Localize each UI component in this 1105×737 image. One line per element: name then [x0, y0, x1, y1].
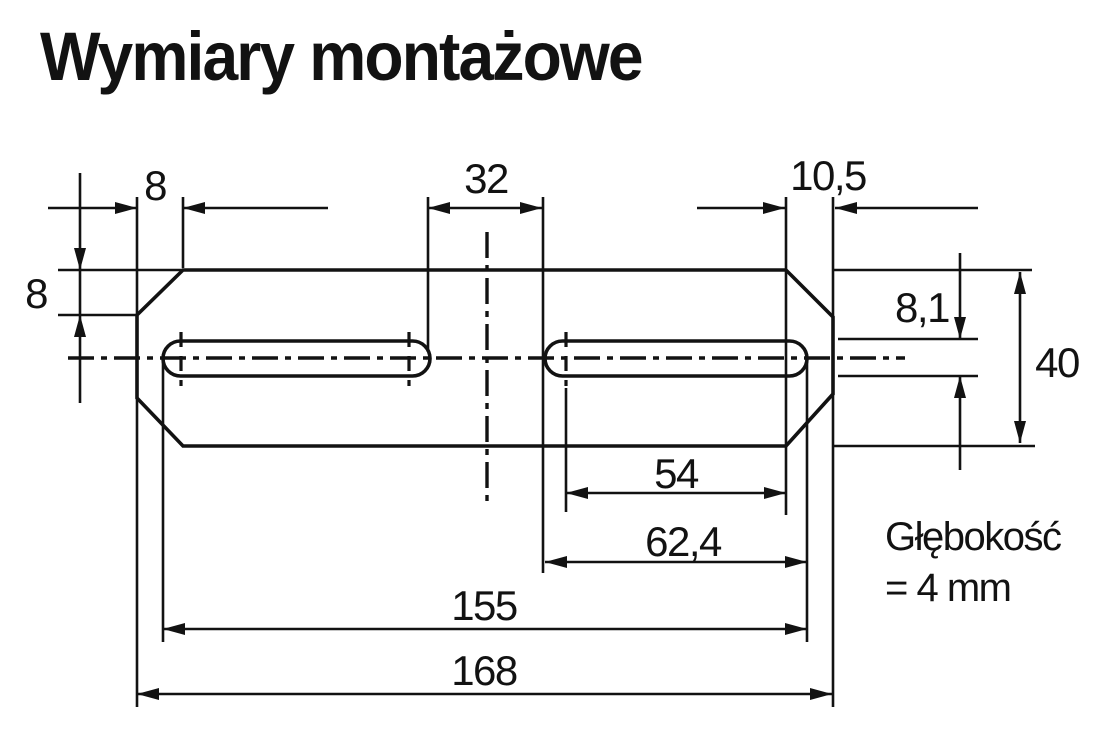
arrowhead-left [183, 202, 205, 214]
arrowhead-up [74, 315, 86, 337]
left-slot [161, 339, 432, 378]
arrowhead-left [163, 623, 185, 635]
arrowhead-left [428, 202, 450, 214]
arrowhead-right [810, 688, 832, 700]
dim-value: 40 [1035, 339, 1079, 386]
arrowhead-up [1014, 272, 1026, 294]
arrowhead-right [763, 202, 785, 214]
arrowhead-right [520, 202, 542, 214]
depth-note-line1: Głębokość [885, 515, 1061, 559]
dim-right-slot-length: 62,4 [545, 518, 807, 568]
dim-value: 54 [654, 450, 699, 497]
extension-lines [58, 197, 1035, 707]
arrowhead-left [566, 487, 588, 499]
depth-note: Głębokość = 4 mm [885, 515, 1062, 610]
arrowhead-down [954, 317, 966, 339]
dim-value: 62,4 [645, 518, 722, 565]
page-title-text: Wymiary montażowe [40, 19, 642, 96]
dim-slots-outer-span: 155 [163, 582, 807, 635]
dim-value: 8 [25, 270, 47, 317]
page-title: Wymiary montażowe [40, 19, 644, 96]
arrowhead-left [835, 202, 857, 214]
arrowhead-left [545, 556, 567, 568]
dim-value: 168 [451, 647, 517, 694]
dim-top-chamfer-width: 8 [48, 162, 328, 214]
arrowhead-left [137, 688, 159, 700]
arrowhead-down [74, 248, 86, 270]
arrowhead-right [785, 556, 807, 568]
dim-right-edge-offset: 10,5 [697, 152, 978, 214]
dim-slot-gap: 32 [428, 155, 542, 214]
dim-left-chamfer-height: 8 [25, 173, 86, 403]
arrowhead-right [115, 202, 137, 214]
arrowhead-down [1014, 421, 1026, 443]
dim-value: 8,1 [895, 284, 949, 331]
depth-note-line2: = 4 mm [885, 566, 1010, 610]
dim-plate-height: 40 [1014, 272, 1080, 443]
dim-slot-width: 8,1 [895, 253, 966, 470]
center-lines [68, 232, 905, 508]
dim-plate-length: 168 [137, 647, 832, 700]
arrowhead-up [954, 376, 966, 398]
arrowhead-right [785, 623, 807, 635]
dim-value: 32 [464, 155, 508, 202]
dim-value: 10,5 [790, 152, 866, 199]
dim-right-slot-center-distance: 54 [566, 450, 786, 499]
dim-value: 155 [451, 582, 517, 629]
dim-value: 8 [144, 162, 166, 209]
arrowhead-right [764, 487, 786, 499]
